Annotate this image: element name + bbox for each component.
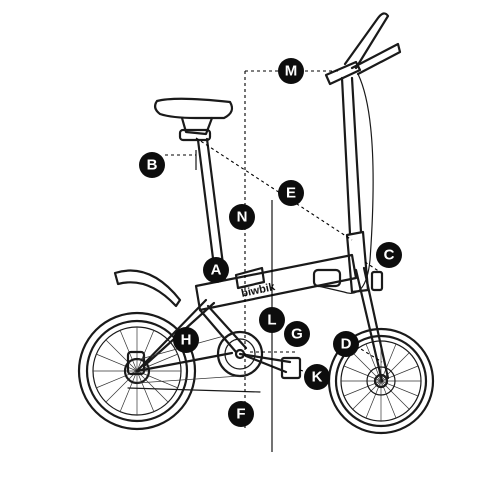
svg-text:L: L [267, 312, 276, 329]
main-frame [135, 230, 370, 373]
svg-text:F: F [236, 406, 245, 423]
callout-e: E [278, 180, 304, 206]
callout-k: K [304, 364, 330, 390]
callout-l: L [259, 307, 285, 333]
callout-g: G [284, 321, 310, 347]
callout-f: F [228, 401, 254, 427]
callout-b: B [139, 152, 165, 178]
rear-fender [113, 269, 182, 308]
callout-h: H [173, 327, 199, 353]
callout-d: D [333, 331, 359, 357]
stem-handlebar [317, 12, 402, 294]
callout-c: C [376, 242, 402, 268]
svg-text:N: N [237, 209, 248, 226]
svg-text:B: B [147, 157, 158, 174]
callout-a: A [203, 257, 229, 283]
svg-text:A: A [211, 262, 222, 279]
front-light [370, 270, 384, 292]
seatpost-saddle [153, 97, 234, 284]
svg-text:H: H [181, 332, 192, 349]
callout-n: N [229, 204, 255, 230]
svg-text:D: D [341, 336, 352, 353]
svg-text:M: M [285, 63, 298, 80]
svg-text:K: K [312, 369, 323, 386]
callout-m: M [278, 58, 304, 84]
svg-text:E: E [286, 185, 296, 202]
kickstand [244, 354, 288, 374]
svg-text:G: G [291, 326, 303, 343]
drivetrain [127, 330, 302, 393]
svg-text:C: C [384, 247, 395, 264]
